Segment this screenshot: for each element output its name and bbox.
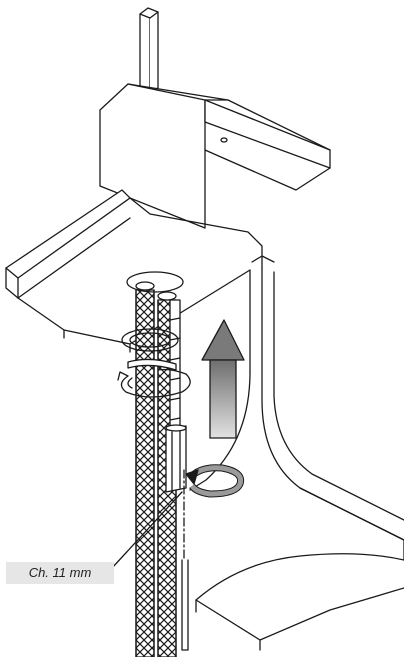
vertical-post xyxy=(139,7,159,93)
sink-panel xyxy=(5,189,404,651)
horseshoe-washer xyxy=(117,368,191,398)
rotate-icon xyxy=(185,464,245,498)
wrench-size-label: Ch. 11 mm xyxy=(6,562,114,584)
washer-middle xyxy=(127,358,177,371)
washer-top xyxy=(121,328,179,352)
lock-nut xyxy=(165,424,187,493)
hose-end-fitting xyxy=(181,559,189,651)
braided-hose-left xyxy=(135,281,155,657)
arrow-up-icon xyxy=(201,319,245,439)
tap-hole xyxy=(126,271,184,293)
mounting-bracket xyxy=(99,83,331,229)
callout-leader xyxy=(111,491,183,569)
